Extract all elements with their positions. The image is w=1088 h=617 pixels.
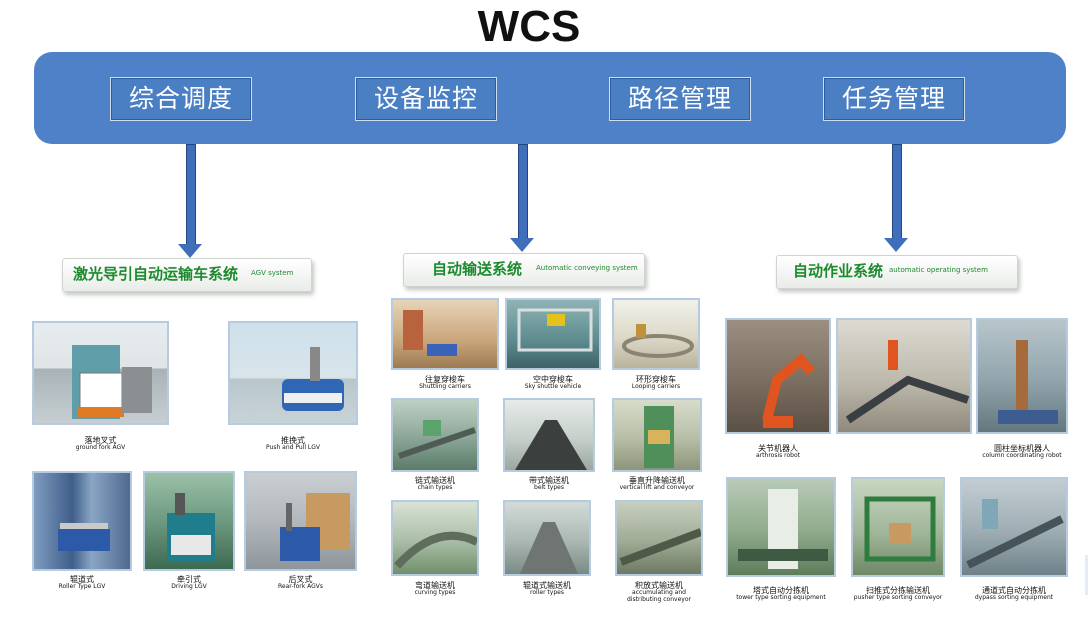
module-scheduling[interactable]: 综合调度 bbox=[110, 77, 252, 121]
arthrosis-robot-image bbox=[725, 318, 831, 434]
looping-carriers-image bbox=[612, 298, 700, 370]
belt-conveyor-image bbox=[503, 398, 595, 472]
conveying-system-subtitle: Automatic conveying system bbox=[536, 264, 638, 272]
chain-conveyor-image bbox=[391, 398, 479, 472]
arrow-down-icon bbox=[884, 144, 908, 252]
operating-system-title: 自动作业系统 bbox=[793, 262, 884, 280]
pusher-sorting-image bbox=[851, 477, 945, 577]
tower-sorting-image bbox=[726, 477, 836, 577]
accumulating-conveyor-image bbox=[615, 500, 703, 576]
operating-system-header: 自动作业系统 automatic operating system bbox=[776, 255, 1018, 289]
module-task-management[interactable]: 任务管理 bbox=[823, 77, 965, 121]
agv-system-title: 激光导引自动运输车系统 bbox=[73, 265, 239, 283]
agv-system-subtitle: AGV system bbox=[251, 269, 294, 277]
ground-fork-agv-image bbox=[32, 321, 169, 425]
roller-lgv-image bbox=[32, 471, 132, 571]
push-pull-lgv-image bbox=[228, 321, 358, 425]
column-robot-image bbox=[976, 318, 1068, 434]
arrow-down-icon bbox=[510, 144, 534, 252]
driving-lgv-image bbox=[143, 471, 235, 571]
module-path-management[interactable]: 路径管理 bbox=[609, 77, 751, 121]
vertical-lift-conveyor-image bbox=[612, 398, 702, 472]
edge-strip bbox=[1085, 555, 1088, 595]
bypass-sorting-image bbox=[960, 477, 1068, 577]
roller-conveyor-image bbox=[503, 500, 591, 576]
arrow-down-icon bbox=[178, 144, 202, 258]
page-title: WCS bbox=[477, 2, 581, 51]
conveying-system-title: 自动输送系统 bbox=[432, 260, 523, 278]
module-equipment-monitoring[interactable]: 设备监控 bbox=[355, 77, 497, 121]
robot-line-image bbox=[836, 318, 972, 434]
conveying-system-header: 自动输送系统 Automatic conveying system bbox=[403, 253, 645, 287]
shuttling-carriers-image bbox=[391, 298, 499, 370]
sky-shuttle-image bbox=[505, 298, 601, 370]
operating-system-subtitle: automatic operating system bbox=[889, 266, 988, 274]
agv-system-header: 激光导引自动运输车系统 AGV system bbox=[62, 258, 312, 292]
rear-fork-agv-image bbox=[244, 471, 357, 571]
curving-conveyor-image bbox=[391, 500, 479, 576]
